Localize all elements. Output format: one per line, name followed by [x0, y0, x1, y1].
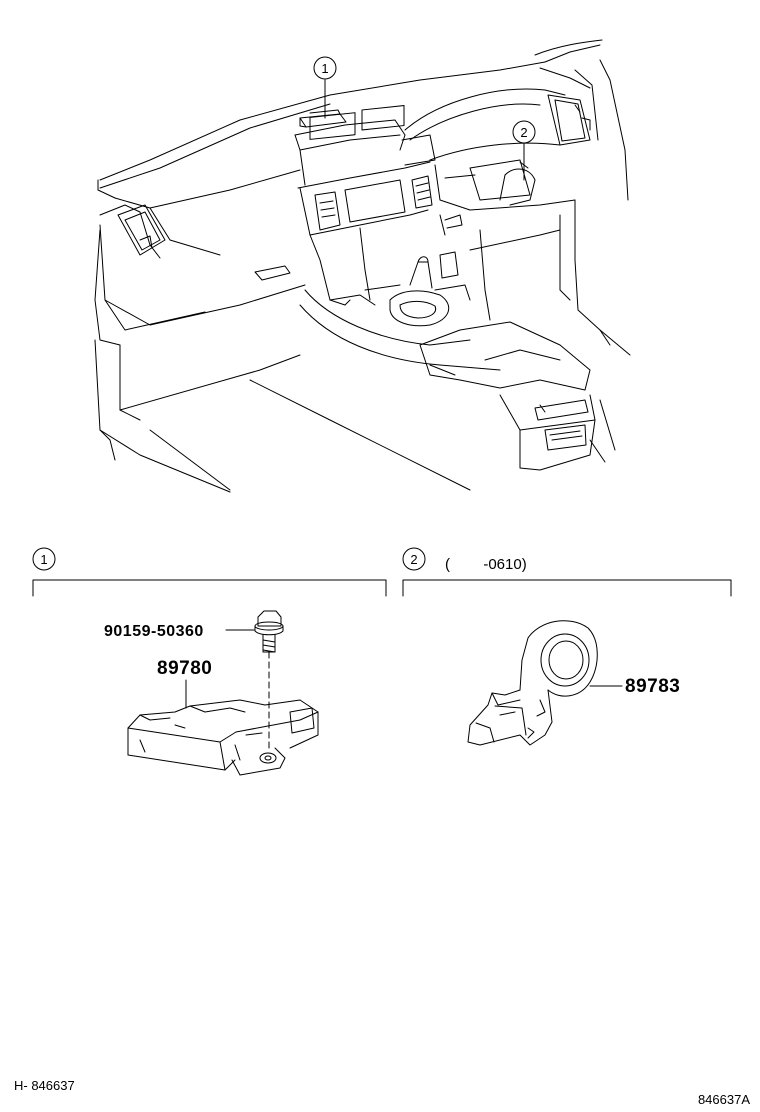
- sensor-drawing: [467, 620, 598, 746]
- section-1-bracket: [32, 579, 387, 597]
- bolt-drawing: [254, 610, 284, 751]
- callout-1-label: 1: [321, 61, 328, 76]
- callout-1-circle: [313, 56, 337, 80]
- part-number-module: 89780: [157, 658, 212, 679]
- part-number-bolt: 90159-50360: [104, 623, 204, 640]
- dashboard-illustration: [94, 39, 631, 493]
- callout-2-label: 2: [520, 125, 527, 140]
- section-2-date-range: ( -0610): [445, 556, 527, 573]
- section-2-bracket: [402, 579, 732, 597]
- footer-right-code: 846637A: [698, 1092, 750, 1107]
- module-drawing: [127, 699, 319, 776]
- section-2-label: 2: [410, 552, 417, 567]
- section-1-circle: [32, 547, 56, 571]
- part-number-sensor: 89783: [625, 676, 680, 697]
- section-2-circle: [402, 547, 426, 571]
- callout-2-circle: [512, 120, 536, 144]
- section-1-label: 1: [40, 552, 47, 567]
- illustration-callouts: [313, 56, 536, 181]
- footer-left-code: H- 846637: [14, 1078, 75, 1093]
